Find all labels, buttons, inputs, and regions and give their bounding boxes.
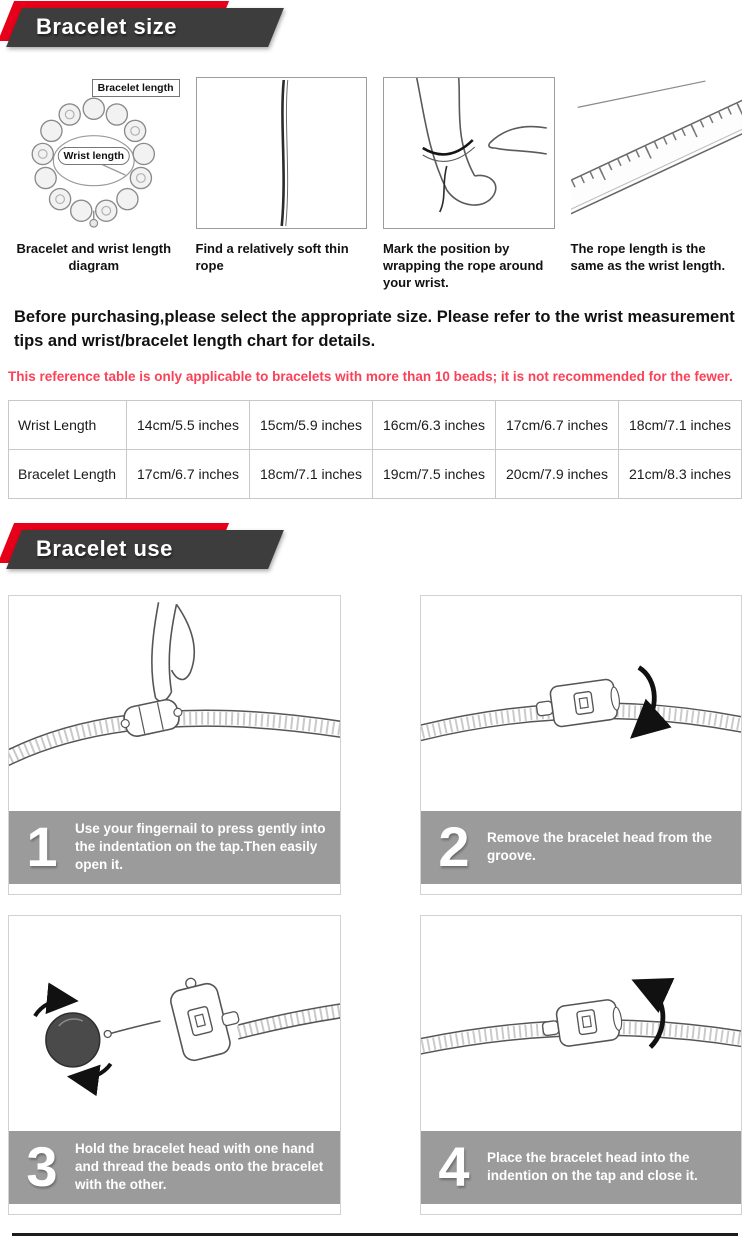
- step-caption-bar: 3 Hold the bracelet head with one hand a…: [9, 1130, 340, 1204]
- measurement-steps-row: Bracelet length Wrist length Bracelet an…: [0, 77, 750, 292]
- ruler-art: [570, 80, 742, 220]
- remove-head-image: [421, 664, 741, 741]
- thread-beads-image: [33, 977, 340, 1096]
- table-row-bracelet: Bracelet Length 17cm/6.7 inches 18cm/7.1…: [8, 448, 742, 499]
- wrist-size-cell: 18cm/7.1 inches: [618, 399, 742, 450]
- bracelet-diagram-image: Bracelet length Wrist length: [8, 77, 180, 229]
- step-instruction: Remove the bracelet head from the groove…: [487, 829, 713, 864]
- bracelet-size-banner: Bracelet size: [0, 1, 310, 47]
- usage-step-3: 3 Hold the bracelet head with one hand a…: [8, 914, 341, 1215]
- bracelet-size-cell: 20cm/7.9 inches: [495, 448, 619, 499]
- bracelet-use-banner: Bracelet use: [0, 522, 310, 569]
- usage-steps-grid: 1 Use your fingernail to press gently in…: [0, 594, 750, 1215]
- wrist-size-cell: 14cm/5.5 inches: [126, 399, 250, 450]
- step-caption-bar: 2 Remove the bracelet head from the groo…: [421, 810, 741, 884]
- measure-step-rope: Find a relatively soft thin rope: [195, 77, 367, 292]
- bottom-divider: [12, 1232, 738, 1236]
- bracelet-diagram-art: [31, 97, 156, 228]
- measure-step-diagram: Bracelet length Wrist length Bracelet an…: [8, 77, 180, 292]
- measure-caption-ruler: The rope length is the same as the wrist…: [570, 241, 726, 273]
- wrist-size-cell: 17cm/6.7 inches: [495, 399, 619, 450]
- step-number: 1: [26, 814, 58, 878]
- step-instruction: Use your fingernail to press gently into…: [75, 820, 326, 873]
- wrist-size-cell: 15cm/5.9 inches: [249, 399, 373, 450]
- rope-art: [279, 79, 288, 227]
- bracelet-size-cell: 21cm/8.3 inches: [618, 448, 742, 499]
- measure-caption-rope: Find a relatively soft thin rope: [195, 241, 349, 273]
- open-clasp-image: [9, 601, 340, 766]
- section-title-bracelet-size: Bracelet size: [36, 14, 178, 39]
- bracelet-size-cell: 18cm/7.1 inches: [249, 448, 373, 499]
- wrist-wrap-image: [383, 77, 555, 229]
- wrist-length-label: Wrist length: [57, 147, 130, 166]
- step-instruction: Place the bracelet head into the indenti…: [487, 1149, 698, 1184]
- step-instruction: Hold the bracelet head with one hand and…: [75, 1140, 324, 1193]
- purchase-advice-text: Before purchasing,please select the appr…: [14, 307, 735, 350]
- section-title-bracelet-use: Bracelet use: [36, 535, 173, 561]
- bracelet-size-cell: 17cm/6.7 inches: [126, 448, 250, 499]
- step-number: 4: [438, 1134, 470, 1198]
- reference-table-note: This reference table is only applicable …: [8, 368, 733, 384]
- close-clasp-image: [421, 977, 741, 1055]
- usage-step-4: 4 Place the bracelet head into the inden…: [420, 914, 742, 1215]
- wrist-length-header: Wrist Length: [8, 399, 127, 450]
- measure-step-ruler: The rope length is the same as the wrist…: [570, 77, 742, 292]
- table-row-wrist: Wrist Length 14cm/5.5 inches 15cm/5.9 in…: [8, 399, 742, 450]
- step-number: 2: [438, 814, 470, 878]
- step-number: 3: [26, 1134, 58, 1198]
- measure-caption-diagram: Bracelet and wrist length diagram: [16, 241, 172, 273]
- bracelet-size-cell: 19cm/7.5 inches: [372, 448, 496, 499]
- bracelet-length-label: Bracelet length: [91, 79, 180, 97]
- wrist-size-cell: 16cm/6.3 inches: [372, 399, 496, 450]
- usage-step-1: 1 Use your fingernail to press gently in…: [8, 594, 341, 895]
- bracelet-length-header: Bracelet Length: [8, 448, 127, 499]
- size-chart-table: Wrist Length 14cm/5.5 inches 15cm/5.9 in…: [8, 399, 742, 499]
- usage-step-2: 2 Remove the bracelet head from the groo…: [420, 594, 742, 895]
- rope-image: [195, 77, 367, 229]
- ruler-image: [570, 77, 742, 229]
- measure-step-wrap: Mark the position by wrapping the rope a…: [383, 77, 555, 292]
- step-caption-bar: 4 Place the bracelet head into the inden…: [421, 1130, 741, 1204]
- measure-caption-wrap: Mark the position by wrapping the rope a…: [383, 241, 544, 290]
- wrist-wrap-art: [415, 78, 547, 213]
- step-caption-bar: 1 Use your fingernail to press gently in…: [9, 810, 340, 884]
